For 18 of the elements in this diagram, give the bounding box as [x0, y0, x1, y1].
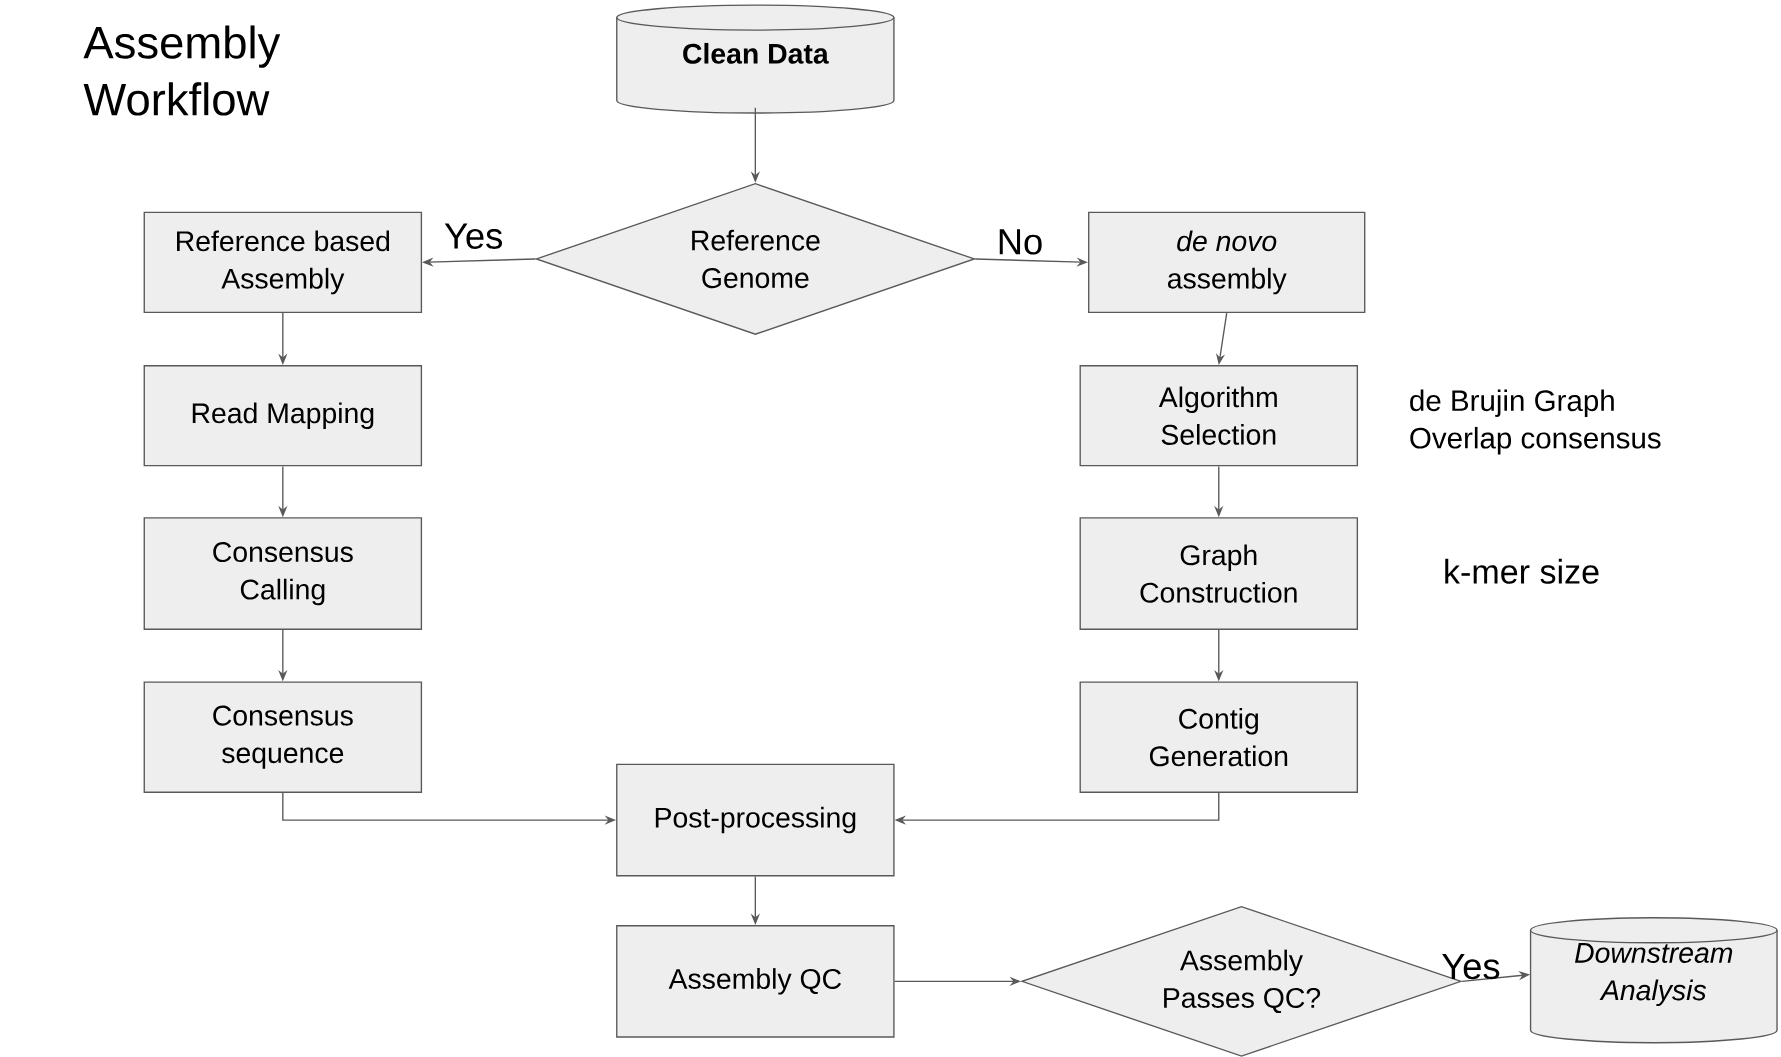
data-cylinder: Downstream Analysis: [1529, 916, 1778, 1044]
edge-label: Yes: [444, 223, 502, 249]
process-box: Assembly QC: [616, 924, 895, 1038]
process-box: Reference based Assembly: [143, 211, 423, 313]
edge-label: No: [999, 229, 1042, 255]
process-box: Consensus Calling: [143, 517, 423, 630]
process-box: Contig Generation: [1079, 681, 1359, 793]
process-box: Algorithm Selection: [1079, 364, 1359, 467]
process-box: Graph Construction: [1079, 517, 1359, 630]
process-box: Consensus sequence: [143, 681, 423, 793]
process-box: de novo assembly: [1088, 211, 1366, 313]
process-box: Read Mapping: [143, 364, 423, 467]
side-note: k-mer size: [1445, 558, 1599, 584]
title: Assembly Workflow: [83, 25, 281, 116]
data-cylinder: Clean Data: [616, 4, 895, 114]
side-note: Overlap consensus: [1410, 426, 1661, 455]
process-box: Post-processing: [616, 763, 895, 877]
side-note: de Brujin Graph: [1410, 389, 1614, 417]
